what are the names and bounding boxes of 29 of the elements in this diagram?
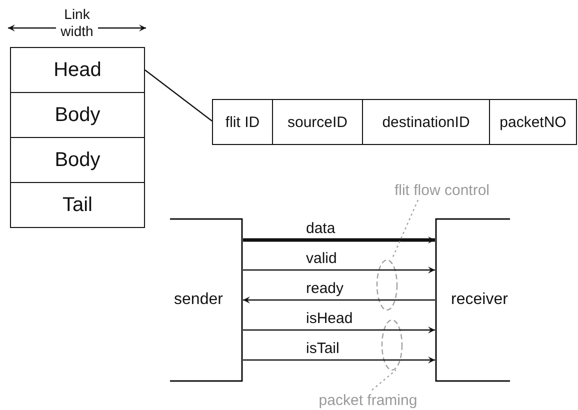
leader-line <box>144 70 212 122</box>
flit-cell <box>10 92 145 138</box>
signal-arrow <box>243 236 435 244</box>
field-label: Head <box>54 58 102 82</box>
header-field-row <box>212 99 577 145</box>
leader-line <box>391 200 419 260</box>
field-label: flit ID <box>225 114 260 130</box>
field-label: Body <box>54 148 100 172</box>
field-label: Tail <box>62 194 92 216</box>
flit-cell <box>10 47 145 93</box>
receiver-block <box>435 218 510 382</box>
field-label: sourceID <box>287 114 348 130</box>
annotation-text: flit flow control <box>394 182 490 198</box>
flit-cell <box>10 182 145 228</box>
sender-block <box>170 218 243 382</box>
signal-arrow <box>243 356 435 364</box>
annotation-text: packet framing <box>318 392 418 408</box>
field-label: destinationID <box>382 114 470 130</box>
block-label: sender <box>174 291 223 309</box>
signal-arrow <box>243 326 435 334</box>
flit-cell <box>10 137 145 183</box>
field-label: Body <box>54 104 100 126</box>
field-label: packetNO <box>500 114 566 130</box>
edge-label: ready <box>304 280 346 297</box>
leader-line <box>372 370 396 390</box>
signal-arrow <box>243 266 435 274</box>
block-label: receiver <box>451 291 508 309</box>
signal-arrow <box>243 296 435 304</box>
dimension-label: Link width <box>60 6 94 40</box>
